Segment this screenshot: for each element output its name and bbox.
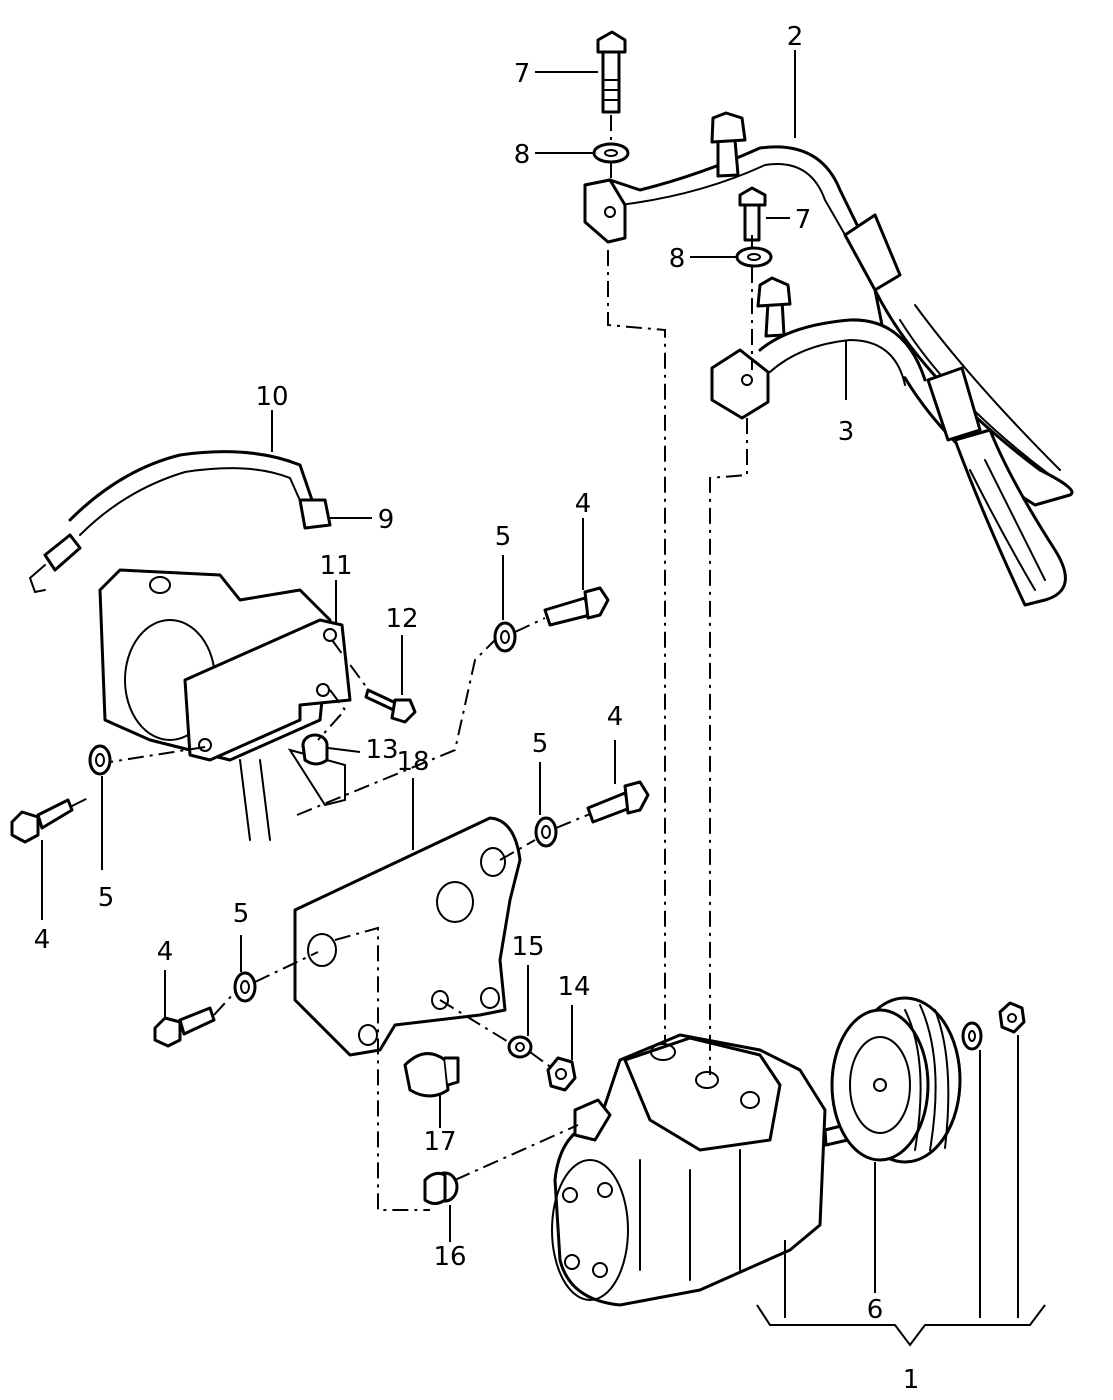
- callout-10: 10: [255, 382, 288, 412]
- callout-7-lower: 7: [795, 205, 812, 235]
- washer-5-lower: [233, 971, 257, 1003]
- callout-12: 12: [385, 604, 418, 634]
- callout-8-lower: 8: [669, 244, 686, 274]
- hose-line-2: [583, 111, 1074, 507]
- washer-5-middle: [534, 816, 558, 848]
- nut-right: [998, 1001, 1026, 1034]
- callout-5-left: 5: [98, 883, 115, 913]
- washer-5-upper-right: [493, 621, 517, 653]
- bolt-4-lower: [153, 1006, 216, 1048]
- callout-4-left: 4: [34, 925, 51, 955]
- callout-2: 2: [787, 22, 804, 52]
- hose-line-3: [710, 276, 1067, 607]
- callout-9: 9: [378, 505, 395, 535]
- bolt-12: [364, 688, 417, 724]
- washer-8-lower: [735, 246, 773, 268]
- bolt-4-middle: [586, 780, 650, 824]
- bolt-7-upper: [596, 30, 627, 114]
- callout-labels: 1 2 3 4 4 4 4 5 5 5 5 6 7 7 8 8 9 10 11 …: [34, 22, 920, 1395]
- callout-5-lower: 5: [233, 899, 250, 929]
- washer-5-left: [88, 744, 112, 776]
- callout-4-upper: 4: [575, 489, 592, 519]
- callout-13: 13: [365, 735, 398, 765]
- callout-18: 18: [396, 747, 429, 777]
- callout-14: 14: [557, 972, 590, 1002]
- callout-1: 1: [903, 1365, 920, 1395]
- leader-lines: [41, 50, 1046, 1347]
- bracket-18: [293, 816, 522, 1057]
- callout-16: 16: [433, 1242, 466, 1272]
- compressor-assembly: [551, 1033, 850, 1307]
- spacer-16: [423, 1171, 459, 1205]
- washer-8-upper: [592, 142, 630, 164]
- callout-17: 17: [423, 1127, 456, 1157]
- callout-15: 15: [511, 932, 544, 962]
- callout-4-middle: 4: [607, 702, 624, 732]
- nut-14: [546, 1056, 577, 1092]
- callout-8-upper: 8: [514, 140, 531, 170]
- pulley-6: [830, 996, 962, 1164]
- callout-5-middle: 5: [532, 729, 549, 759]
- callout-7-upper: 7: [514, 59, 531, 89]
- callout-5-upper: 5: [495, 522, 512, 552]
- sleeve-13: [301, 733, 329, 766]
- callout-11: 11: [319, 551, 352, 581]
- wire-harness-10: [28, 450, 332, 594]
- bolt-4-upper-right: [543, 586, 610, 627]
- callout-4-lower: 4: [157, 937, 174, 967]
- washer-right: [961, 1021, 983, 1051]
- washer-15: [507, 1035, 533, 1059]
- bolt-4-left: [10, 798, 74, 844]
- callout-3: 3: [838, 417, 855, 447]
- callout-6: 6: [867, 1295, 884, 1325]
- spacer-17: [403, 1052, 460, 1098]
- assembly-lines: [71, 115, 753, 1211]
